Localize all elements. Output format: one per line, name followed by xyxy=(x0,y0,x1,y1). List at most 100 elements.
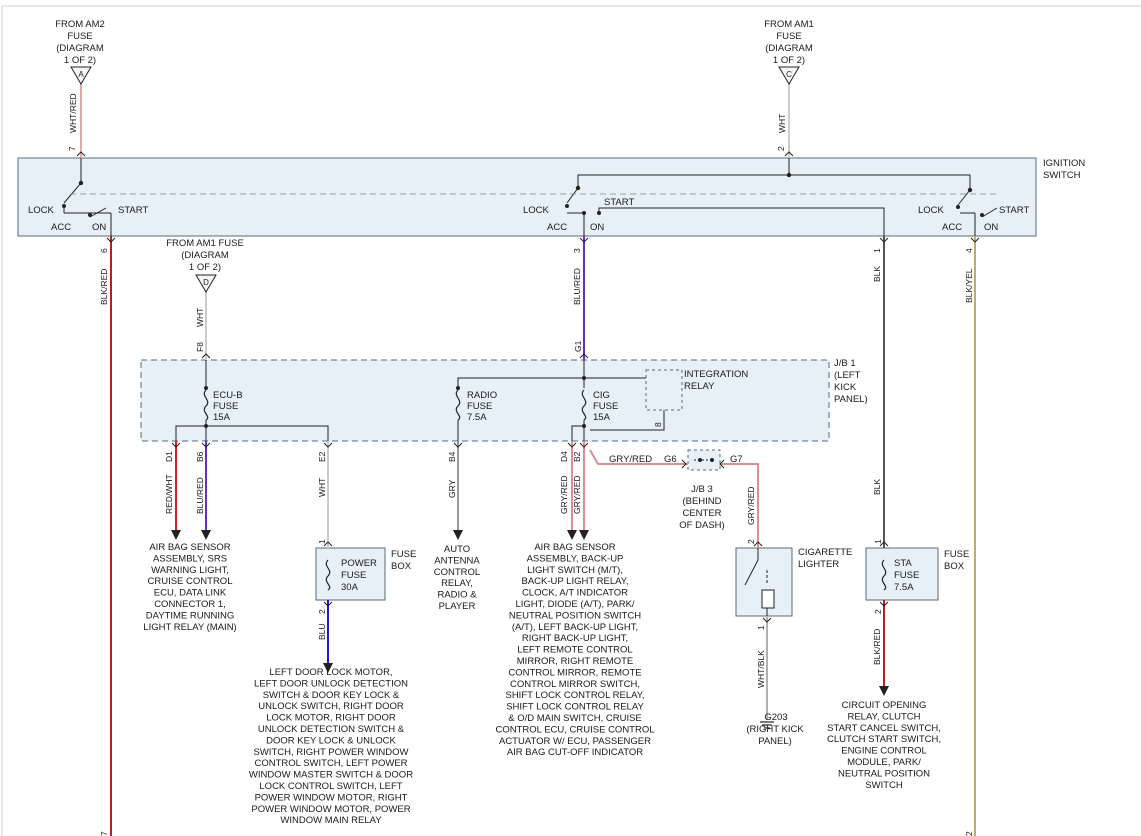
am2-line: 1 OF 2) xyxy=(64,55,96,66)
jb3-line: (BEHIND xyxy=(682,496,721,507)
pin-label-g6: G6 xyxy=(664,454,677,465)
destination-line: MODULE, PARK/ xyxy=(847,757,921,768)
cig-fuse-label: CIG FUSE 15A xyxy=(593,390,618,423)
pos-start: START xyxy=(118,205,148,216)
fuse-line: CIG xyxy=(593,390,610,401)
destination-line: RIGHT BACK-UP LIGHT, xyxy=(522,633,628,644)
destination-line: CONTROL MIRROR SWITCH, xyxy=(510,679,640,690)
wire-color-labels: WHT/RED WHT BLK/RED BLU/RED BLK BLK/YEL … xyxy=(68,93,974,688)
destination-line: POWER WINDOW MOTOR, RIGHT xyxy=(255,792,408,803)
wire-label: BLK xyxy=(872,266,882,282)
destination-line: AUTO xyxy=(444,544,470,555)
destination-line: RADIO & xyxy=(437,590,477,601)
pos-on: ON xyxy=(984,222,998,233)
pin-labels: 7 2 6 3 1 4 F8 G1 8 D1 B6 E2 B4 D4 B2 1 … xyxy=(67,146,974,836)
jb1-panel xyxy=(140,359,830,442)
pin-label: 4 xyxy=(964,248,974,253)
destination-line: UNLOCK SWITCH, RIGHT DOOR xyxy=(258,701,404,712)
power-fuse-label: POWER FUSE 30A xyxy=(341,558,377,593)
fuse-line: 7.5A xyxy=(467,412,487,423)
pos-lock: LOCK xyxy=(918,205,945,216)
jb1-line: J/B 1 xyxy=(834,358,856,369)
jb1-line: (LEFT xyxy=(834,370,861,381)
integration-relay-box xyxy=(645,369,683,411)
am1-line: FROM AM1 xyxy=(764,19,814,30)
destination-line: LOCK MOTOR, RIGHT DOOR xyxy=(266,713,396,724)
destination-line: SWITCH, RIGHT POWER WINDOW xyxy=(254,747,409,758)
destination-line: RELAY, xyxy=(441,578,473,589)
destination-line: WINDOW MASTER SWITCH & DOOR xyxy=(249,770,413,781)
destination-line: NEUTRAL POSITION SWITCH xyxy=(509,610,641,621)
destination-line: ANTENNA xyxy=(434,555,480,566)
pos-lock: LOCK xyxy=(523,205,550,216)
destination-line: WINDOW MAIN RELAY xyxy=(280,815,382,826)
cigarette-lighter-label: LIGHTER xyxy=(798,559,839,570)
pin-label: 1 xyxy=(872,248,882,253)
cigarette-lighter-label: CIGARETTE xyxy=(798,547,852,558)
wire-label: GRY/RED xyxy=(559,475,569,514)
radio-fuse-label: RADIO FUSE 7.5A xyxy=(467,390,497,423)
destination-door-lock: LEFT DOOR LOCK MOTOR,LEFT DOOR UNLOCK DE… xyxy=(249,667,413,826)
splice-dots xyxy=(62,172,984,462)
fuse-box-label: FUSE xyxy=(391,549,416,560)
destination-line: CONTROL SWITCH, LEFT POWER xyxy=(254,758,407,769)
destination-line: CONTROL ECU, CRUISE CONTROL xyxy=(495,724,654,735)
destination-line: CLOCK, A/T INDICATOR xyxy=(522,588,628,599)
pin-label: 3 xyxy=(572,248,582,253)
destination-line: START CANCEL SWITCH, xyxy=(827,723,941,734)
pin-label: F8 xyxy=(195,342,205,352)
jb3-line: J/B 3 xyxy=(691,484,713,495)
jb3-line: OF DASH) xyxy=(679,520,724,531)
destination-line: CRUISE CONTROL xyxy=(148,576,233,587)
integration-relay-label: INTEGRATION xyxy=(684,369,748,380)
am1-mid-line: FROM AM1 FUSE xyxy=(166,238,244,249)
am1-mid-source-label: FROM AM1 FUSE (DIAGRAM 1 OF 2) xyxy=(166,238,244,273)
pin-label: 2 xyxy=(746,539,756,544)
destination-line: MIRROR, RIGHT REMOTE xyxy=(517,656,633,667)
wire-label: WHT/BLK xyxy=(756,650,766,688)
destination-line: ASSEMBLY, SRS xyxy=(153,553,227,564)
fuse-line: FUSE xyxy=(467,401,492,412)
wire-gry-red-to-jb3 xyxy=(589,449,688,465)
source-connector-d: D xyxy=(195,274,217,293)
pin-label: B4 xyxy=(447,451,457,462)
pin-label: B2 xyxy=(572,451,582,462)
fuse-box-label: FUSE xyxy=(944,549,969,560)
destination-line: ECU, DATA LINK xyxy=(154,588,227,599)
wire-label: BLK/RED xyxy=(99,269,109,305)
pin-label: E2 xyxy=(317,451,327,462)
connector-d-label: D xyxy=(203,278,209,287)
fuse-line: 7.5A xyxy=(894,582,914,593)
wire-label: BLK/RED xyxy=(872,629,882,665)
fuse-line: 15A xyxy=(593,412,611,423)
pin-label: 7 xyxy=(99,831,109,836)
pin-label: 2 xyxy=(317,609,327,614)
pin-label: 1 xyxy=(317,539,327,544)
am1-line: 1 OF 2) xyxy=(773,55,805,66)
destination-line: LEFT DOOR UNLOCK DETECTION xyxy=(254,678,408,689)
wire-label: BLK xyxy=(872,479,882,495)
destination-line: LEFT REMOTE CONTROL xyxy=(517,645,632,656)
wire-label-gry-red-horizontal: GRY/RED xyxy=(609,454,652,465)
wire-label: GRY/RED xyxy=(746,486,756,525)
destination-line: CONTROL MIRROR, REMOTE xyxy=(508,667,641,678)
fuse-line: STA xyxy=(894,558,912,569)
jb3-line: CENTER xyxy=(682,508,721,519)
destination-line: SWITCH & DOOR KEY LOCK & xyxy=(263,690,400,701)
destination-line: ACTUATOR W/ ECU, PASSENGER xyxy=(499,736,651,747)
fuse-symbols xyxy=(203,389,887,591)
am1-line: FUSE xyxy=(776,31,801,42)
wire-label: BLU xyxy=(317,623,327,640)
wire-label: GRY/RED xyxy=(572,475,582,514)
source-connector-c: C xyxy=(778,66,800,85)
destination-line: SWITCH xyxy=(865,780,903,791)
ground-id: G203 xyxy=(764,712,787,723)
sta-fuse-box xyxy=(865,547,939,601)
destination-line: BACK-UP LIGHT RELAY, xyxy=(521,576,628,587)
destination-line: LIGHT RELAY (MAIN) xyxy=(143,622,236,633)
sta-fuse-label: STA FUSE 7.5A xyxy=(894,558,919,593)
jb3-label: J/B 3 (BEHIND CENTER OF DASH) xyxy=(679,484,724,531)
